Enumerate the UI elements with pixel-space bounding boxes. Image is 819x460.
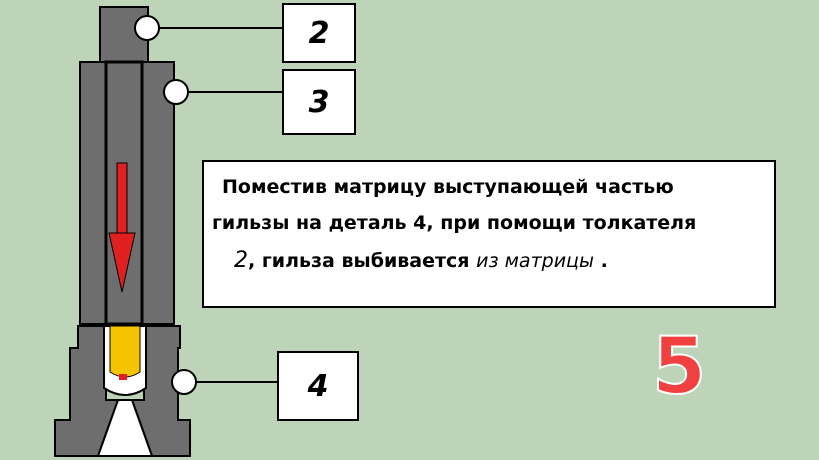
label-matrix: 3 bbox=[308, 84, 330, 120]
pointer-dot-4 bbox=[171, 369, 197, 395]
pointer-dot-2 bbox=[134, 15, 160, 41]
description-line-3: 2, гильза выбивается из матрицы . bbox=[234, 248, 608, 273]
description-tail: из матрицы bbox=[476, 250, 594, 272]
arrow-head bbox=[108, 232, 136, 293]
label-box-3: 3 bbox=[282, 69, 356, 135]
description-line-1: Поместив матрицу выступающей частью bbox=[222, 176, 674, 198]
label-part: 4 bbox=[307, 368, 329, 404]
pointer-dot-3 bbox=[163, 79, 189, 105]
label-box-4: 4 bbox=[277, 351, 359, 421]
label-box-2: 2 bbox=[282, 3, 356, 63]
arrow-shaft bbox=[116, 162, 128, 234]
description-line-2: гильзы на деталь 4, при помощи толкателя bbox=[212, 212, 697, 234]
base-cone bbox=[96, 399, 154, 457]
description-separator: , bbox=[248, 250, 256, 272]
label-pusher: 2 bbox=[308, 15, 330, 51]
description-end: . bbox=[600, 250, 608, 272]
cartridge-case bbox=[109, 325, 141, 378]
description-box: Поместив матрицу выступающей частью гиль… bbox=[202, 160, 776, 308]
cartridge-primer bbox=[119, 374, 127, 380]
description-text: гильза выбивается bbox=[261, 250, 470, 272]
step-number: 5 bbox=[651, 322, 707, 412]
description-pusher-number: 2 bbox=[234, 248, 248, 273]
